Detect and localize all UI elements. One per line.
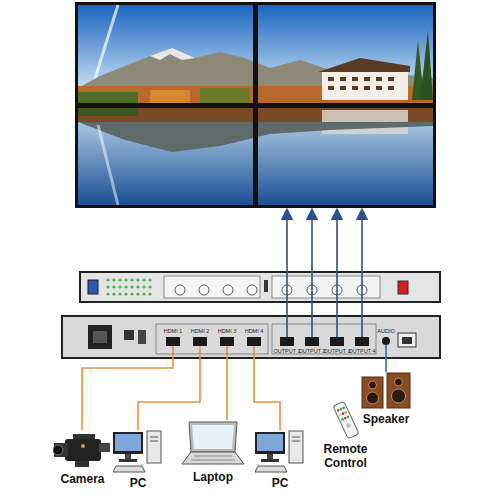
port-label: HDMI 3 [218,328,237,334]
device-label: PC [250,476,310,490]
device-label: Laptop [178,470,248,484]
device-label: Camera [45,472,120,486]
device-icon [178,420,248,468]
device-label: PC [108,476,168,490]
pc-device: PC [250,430,310,490]
speaker-device: Speaker [356,372,416,426]
port-label: OUTPUT 2 [298,348,325,354]
port-label: OUTPUT 1 [273,348,300,354]
port-label: AUDIO [377,328,394,334]
device-label: Remote Control [318,442,373,470]
port-label: HDMI 1 [164,328,183,334]
device-icon [318,400,373,440]
device-icon [356,372,416,410]
remote-control: Remote Control [318,400,373,470]
port-label: HDMI 4 [245,328,264,334]
device-label: Speaker [356,412,416,426]
device-icon [45,430,120,470]
laptop-device: Laptop [178,420,248,484]
pc-device: PC [108,430,168,490]
port-label: OUTPUT 3 [323,348,350,354]
port-label: HDMI 2 [191,328,210,334]
port-label: OUTPUT 4 [348,348,375,354]
camera-device: Camera [45,430,120,486]
device-icon [108,430,168,474]
device-icon [250,430,310,474]
